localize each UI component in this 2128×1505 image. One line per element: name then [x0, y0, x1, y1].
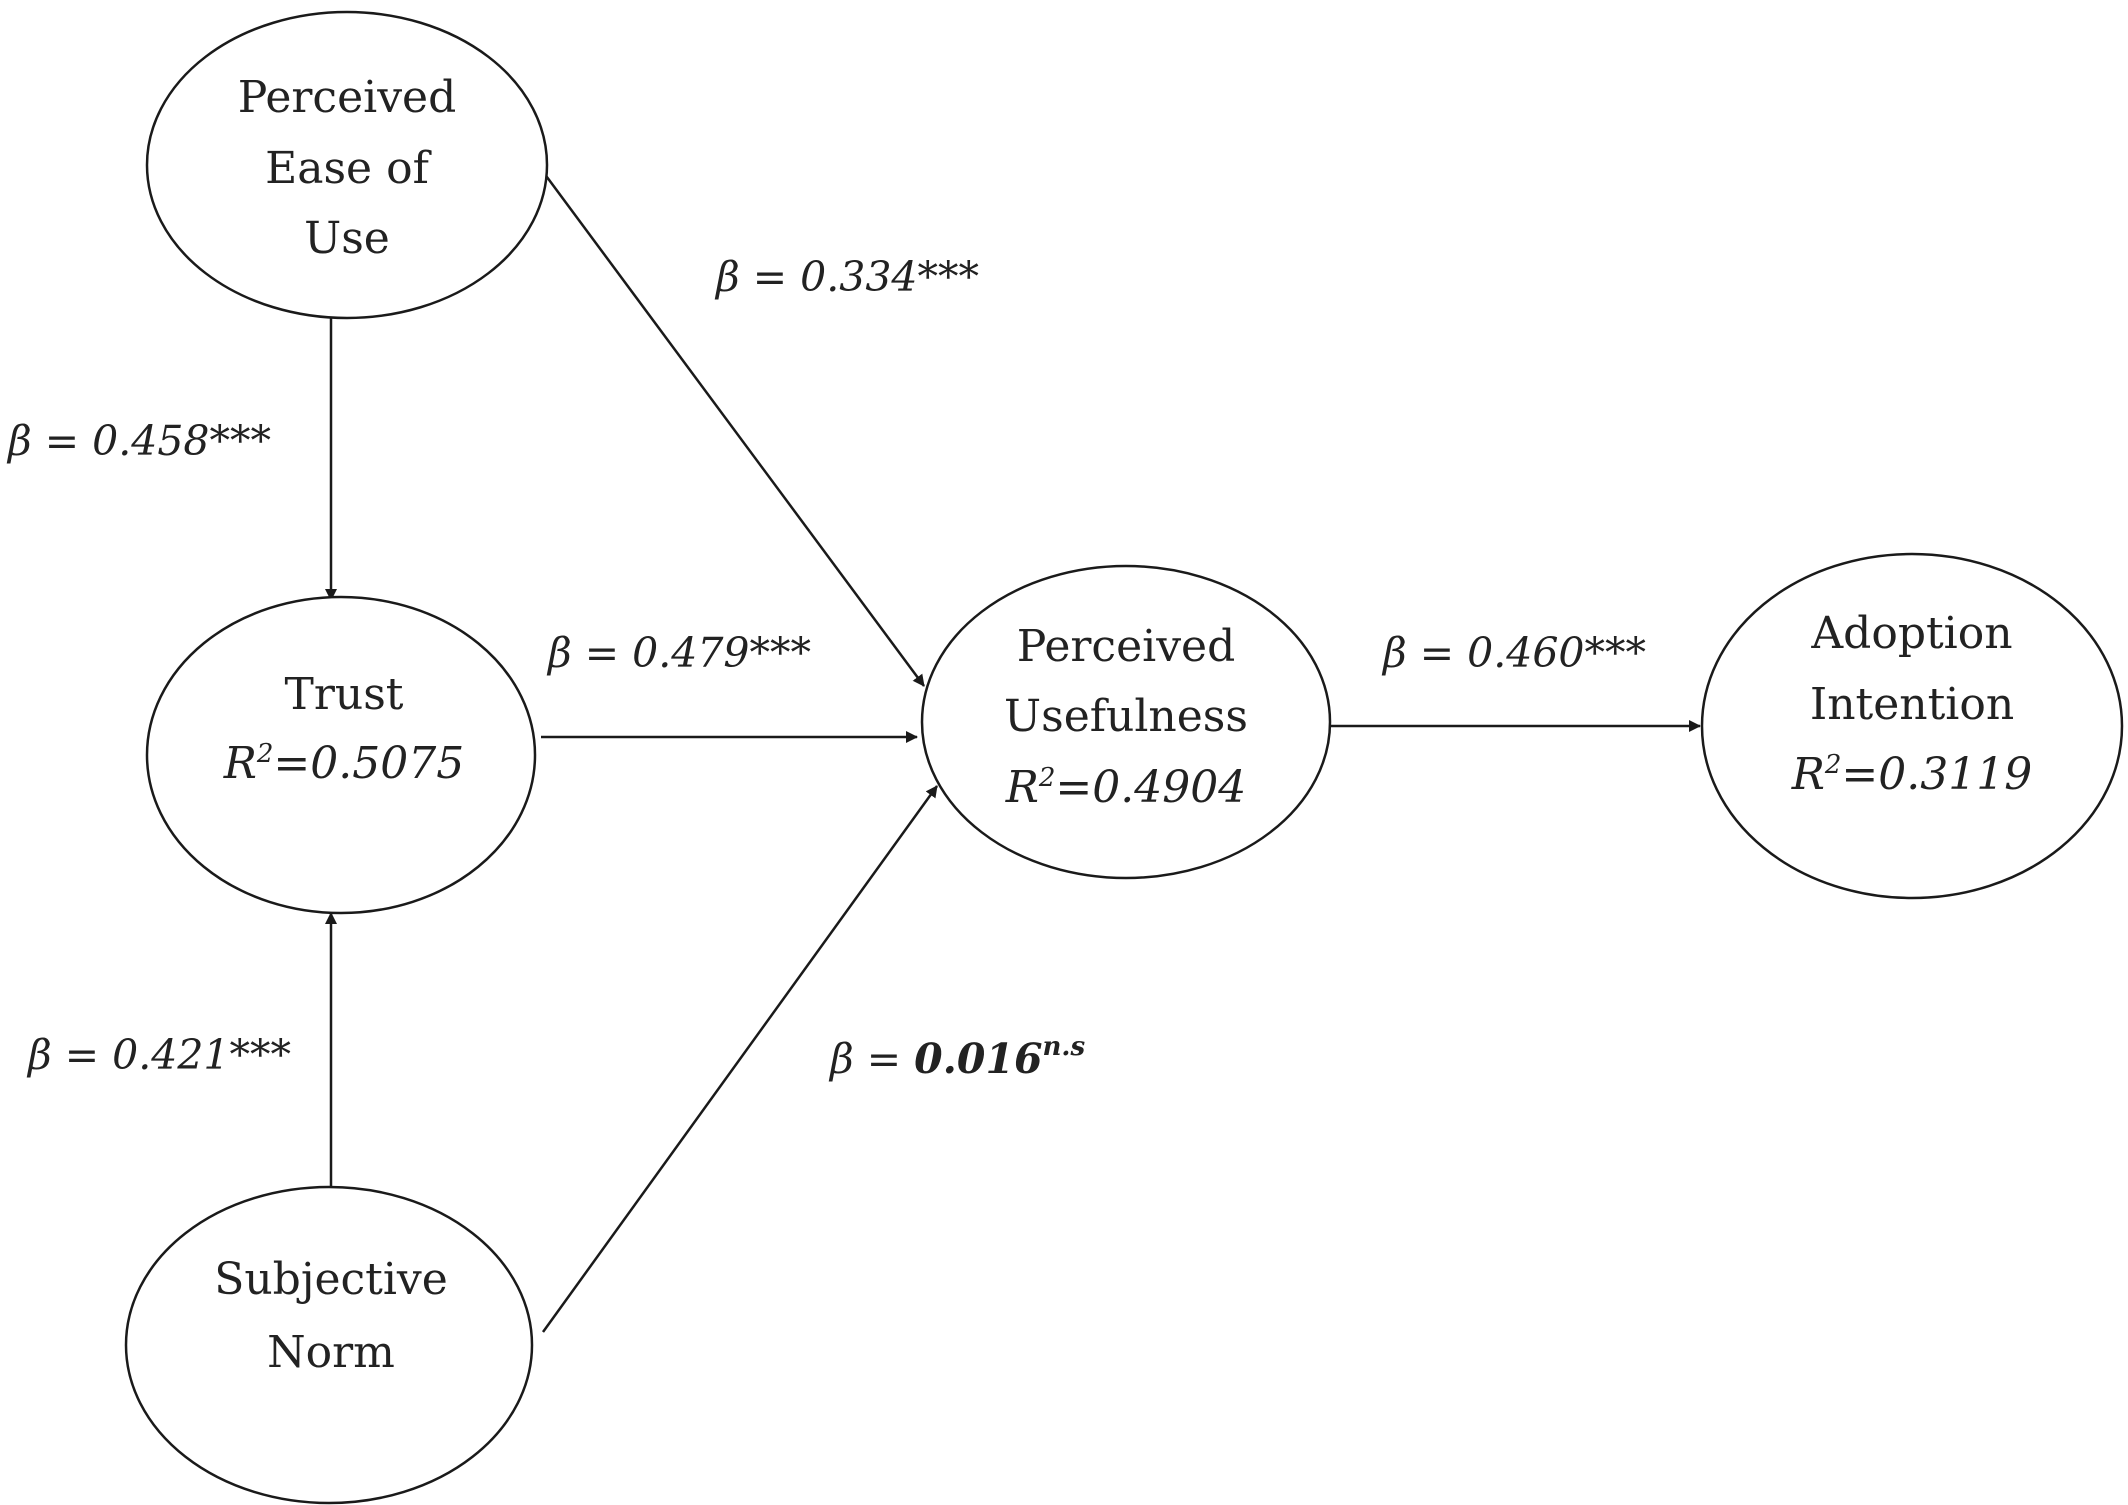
node-pu-line-2: Usefulness [1004, 691, 1248, 742]
edge-sn-to-pu [541, 785, 939, 1333]
node-sn-line-1: Subjective [214, 1254, 448, 1305]
node-ai-line-2: Intention [1810, 679, 2014, 730]
node-ai-r2: R2=0.3119 [1791, 749, 2033, 800]
edge-peou-to-pu [539, 168, 926, 687]
node-perceived-usefulness: Perceived Usefulness R2=0.4904 [920, 564, 1332, 880]
node-pu-line-1: Perceived [1017, 621, 1236, 672]
edge-label-trust-pu: β = 0.479*** [546, 629, 811, 677]
node-adoption-intention: Adoption Intention R2=0.3119 [1700, 552, 2124, 900]
edge-label-peou-trust: β = 0.458*** [6, 417, 271, 465]
edge-label-sn-trust: β = 0.421*** [26, 1031, 291, 1079]
node-trust: Trust R2=0.5075 [145, 595, 537, 915]
node-subjective-norm: Subjective Norm [124, 1185, 534, 1505]
node-trust-label: Trust [285, 669, 404, 720]
node-peou-line-3: Use [304, 213, 390, 264]
node-trust-r2: R2=0.5075 [223, 738, 465, 789]
node-perceived-ease-of-use: Perceived Ease of Use [145, 10, 549, 320]
node-peou-line-2: Ease of [265, 143, 431, 194]
node-peou-line-1: Perceived [238, 72, 457, 123]
edge-label-sn-pu: β = 0.016n.s [828, 1032, 1085, 1083]
edge-label-pu-ai: β = 0.460*** [1381, 629, 1646, 677]
node-pu-r2: R2=0.4904 [1005, 762, 1247, 813]
node-sn-line-2: Norm [267, 1327, 395, 1378]
node-ai-line-1: Adoption [1810, 608, 2012, 659]
edge-label-peou-pu: β = 0.334*** [714, 253, 979, 301]
